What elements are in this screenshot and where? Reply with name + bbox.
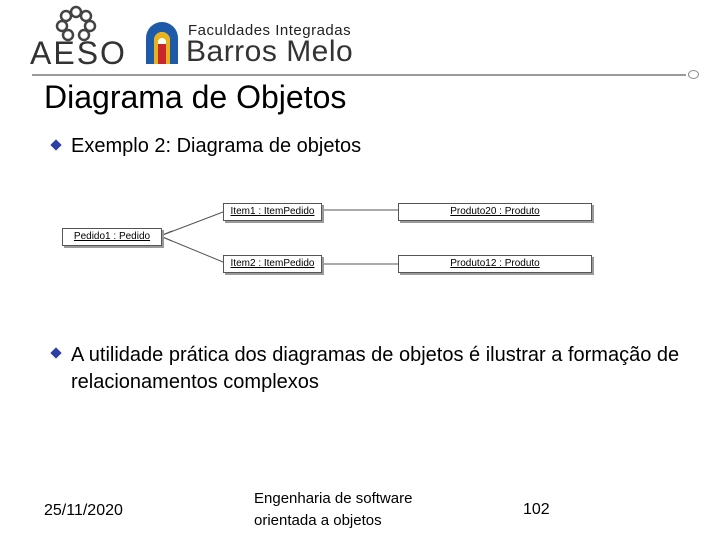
object-item1: Item1 : ItemPedido [223,203,322,221]
linked-rings-icon [55,5,97,42]
fib-logo-subtitle: Faculdades Integradas [188,22,352,39]
footer-course: Engenharia de software orientada a objet… [254,488,464,532]
page-number: 102 [523,501,550,518]
object-diagram: Pedido1 : Pedido Item1 : ItemPedido Item… [60,192,600,282]
colored-arch-icon [146,22,178,64]
title-rule-end-dot [688,70,699,79]
fib-logo-name: Barros Melo [186,35,354,68]
aeso-logo-text: AESO [30,35,127,71]
object-pedido1: Pedido1 : Pedido [62,228,162,246]
bullet-text-2: A utilidade prática dos diagramas de obj… [71,344,680,393]
fib-logo [140,20,380,70]
title-rule [32,74,686,76]
bullet-marker [50,139,62,151]
diagram-connectors [159,209,398,265]
object-produto20: Produto20 : Produto [398,203,592,221]
bullet-marker [50,347,62,359]
object-item2: Item2 : ItemPedido [223,255,322,273]
aggregation-end [159,230,173,242]
aeso-logo [28,4,124,68]
object-produto12: Produto12 : Produto [398,255,592,273]
footer-course-line-2: orientada a objetos [254,512,382,529]
footer-date: 25/11/2020 [44,502,123,519]
footer-course-line-1: Engenharia de software [254,490,413,507]
slide-title: Diagrama de Objetos [44,79,347,115]
bullet-text-1: Exemplo 2: Diagrama de objetos [71,135,362,157]
